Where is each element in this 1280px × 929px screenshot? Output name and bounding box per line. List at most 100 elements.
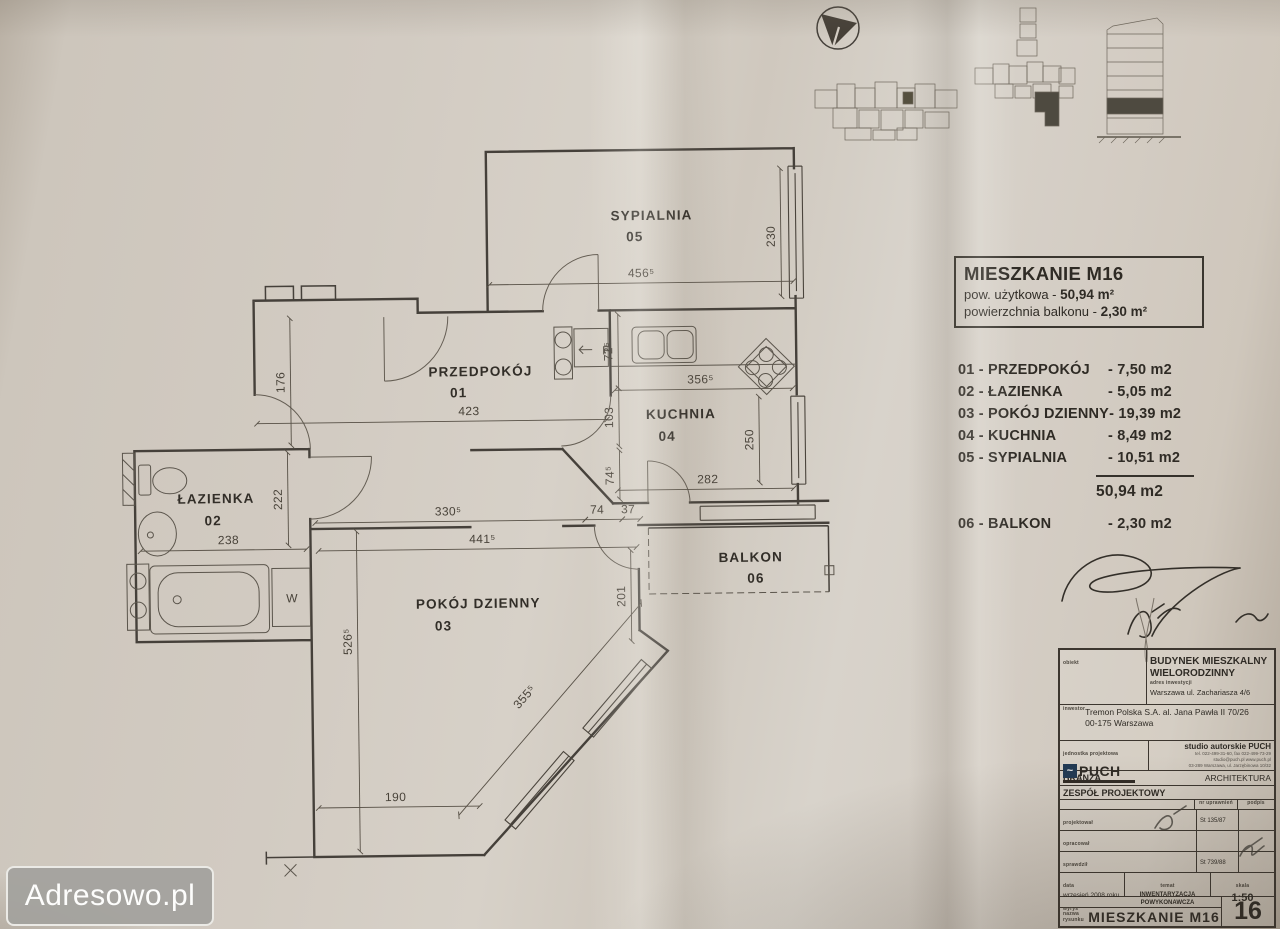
svg-text:05: 05 <box>626 229 643 244</box>
bathtub <box>149 564 271 635</box>
scale-label: skala <box>1235 883 1250 889</box>
svg-text:01: 01 <box>450 385 467 400</box>
date-label: data <box>1063 883 1075 889</box>
drawing-name: MIESZKANIE M16 <box>1088 909 1220 925</box>
svg-text:441⁵: 441⁵ <box>469 532 496 546</box>
team-columns-row: nr uprawnień podpis <box>1060 799 1274 809</box>
svg-text:250: 250 <box>742 429 756 450</box>
room-labels: SYPIALNIA 05 PRZEDPOKÓJ 01 KUCHNIA 04 ŁA… <box>177 207 783 633</box>
room-label-pokoj: POKÓJ DZIENNY <box>416 595 541 612</box>
puch-logo-icon: ~ <box>1063 764 1077 778</box>
balcony-slab <box>647 524 835 595</box>
meta-row: data wrzesień 2008 roku temat INWENTARYZ… <box>1060 872 1274 906</box>
drawing-name-row: wyrys nazwa rysunku MIESZKANIE M16 16 <box>1060 896 1274 926</box>
legend-row: 01 - PRZEDPOKÓJ- 7,50 m2 <box>958 362 1172 378</box>
window-kitchen <box>790 395 807 485</box>
drafter-name: tech. arch. Mirosława Truszczyńska <box>1063 850 1193 851</box>
kitchen-sink <box>631 325 697 364</box>
svg-text:201: 201 <box>614 586 628 607</box>
svg-text:74⁵: 74⁵ <box>603 466 617 486</box>
team-label: ZESPÓŁ PROJEKTOWY <box>1063 787 1166 798</box>
bath-duct <box>121 452 151 631</box>
investor-line1: Tremon Polska S.A. al. Jana Pawła II 70/… <box>1085 707 1249 717</box>
puch-logo-underline <box>1063 780 1135 783</box>
team-header-row: ZESPÓŁ PROJEKTOWY <box>1060 785 1274 799</box>
branch-value: ARCHITEKTURA <box>1204 773 1271 783</box>
dimension-lines <box>137 165 797 855</box>
subject-label: temat <box>1160 883 1175 889</box>
svg-text:230: 230 <box>764 226 778 247</box>
svg-text:190: 190 <box>385 790 406 804</box>
room-label-lazienka: ŁAZIENKA <box>177 491 254 507</box>
apartment-header-box: MIESZKANIE M16 pow. użytkowa - 50,94 m² … <box>954 256 1204 328</box>
building-address: Warszawa ul. Zachariasza 4/6 <box>1150 688 1251 697</box>
svg-text:02: 02 <box>205 513 222 528</box>
room-label-kuchnia: KUCHNIA <box>646 406 716 422</box>
door-arcs <box>254 254 691 570</box>
site-plan-thumbnail-left <box>814 81 958 141</box>
studio-label: jednostka projektowa <box>1063 751 1119 757</box>
studio-name: studio autorskie PUCH <box>1184 742 1271 751</box>
address-label: adres inwestycji <box>1150 680 1192 686</box>
svg-text:456⁵: 456⁵ <box>628 266 655 280</box>
svg-text:06: 06 <box>747 571 764 586</box>
team-row-drafter: opracował tech. arch. Mirosława Truszczy… <box>1060 830 1274 851</box>
toilet <box>138 464 188 496</box>
svg-text:103: 103 <box>602 407 616 428</box>
room-label-przedpokoj: PRZEDPOKÓJ <box>428 363 532 379</box>
svg-text:72⁵: 72⁵ <box>601 342 615 362</box>
room-label-balkon: BALKON <box>718 549 783 565</box>
team-row-designer: projektował mgr inż. arch. Piotr Zwolińs… <box>1060 809 1274 830</box>
svg-text:356⁵: 356⁵ <box>687 372 714 386</box>
puch-logo-text: PUCH <box>1079 763 1121 779</box>
drafter-signature <box>1238 831 1274 851</box>
washer-label: W <box>286 591 298 605</box>
studio-address: 03-289 Warszawa, ul. Jarzębinowa 10/32 <box>1188 762 1271 768</box>
walls <box>133 146 830 877</box>
investor-line2: 00-175 Warszawa <box>1085 718 1154 729</box>
building-name-line1: BUDYNEK MIESZKALNY <box>1150 656 1268 667</box>
apartment-title: MIESZKANIE M16 <box>964 263 1124 284</box>
wyrys-label: wyrys <box>1063 906 1079 912</box>
kitchen-duct <box>553 326 574 380</box>
svg-text:176: 176 <box>273 372 287 393</box>
signature-scribbles <box>1061 554 1269 857</box>
designer-name: mgr inż. arch. Piotr Zwoliński <box>1063 829 1193 830</box>
usable-area-value: 50,94 m² <box>1060 287 1115 302</box>
balcony-area-value: 2,30 m² <box>1100 304 1148 319</box>
designer-license: St 135/87 <box>1196 810 1238 830</box>
scale-value: 1:50 <box>1231 892 1254 904</box>
building-label: obiekt <box>1063 660 1079 666</box>
designer-signature <box>1238 810 1274 830</box>
washing-machine <box>271 567 312 628</box>
site-plan-thumbnail-right <box>974 7 1076 127</box>
svg-text:222: 222 <box>271 489 285 510</box>
studio-row: jednostka projektowa ~ PUCH studio autor… <box>1060 740 1274 783</box>
building-section-thumbnail <box>1097 17 1181 144</box>
checker-signature <box>1238 852 1274 872</box>
svg-text:355⁵: 355⁵ <box>510 682 538 711</box>
building-name-line2: WIELORODZINNY <box>1150 668 1235 679</box>
drafter-license <box>1196 831 1238 851</box>
investor-row: inwestor Tremon Polska S.A. al. Jana Paw… <box>1060 704 1274 740</box>
corner-stove <box>737 337 796 396</box>
studio-phone: tel. 022-499-31-60, fax 022-499-73-29 <box>1194 751 1271 756</box>
checker-license: St 739/88 <box>1196 852 1238 872</box>
legend-row-balcony: 06 - BALKON- 2,30 m2 <box>958 516 1172 532</box>
adresowo-watermark: Adresowo.pl <box>6 866 214 926</box>
studio-web: studio@puch.pl www.puch.pl <box>1213 756 1271 762</box>
svg-text:03: 03 <box>435 618 452 633</box>
svg-text:04: 04 <box>659 429 676 444</box>
checker-name: mgr inż. arch. Carlo Todorow <box>1063 871 1193 872</box>
branch-label: BRANŻA <box>1063 773 1101 783</box>
legend-row: 05 - SYPIALNIA- 10,51 m2 <box>958 450 1181 466</box>
svg-text:423: 423 <box>458 404 479 418</box>
balcony-area-label: powierzchnia balkonu - <box>964 304 1097 319</box>
adresowo-watermark-text: Adresowo.pl <box>24 879 196 912</box>
svg-text:282: 282 <box>697 472 718 486</box>
license-column-label: nr uprawnień <box>1194 800 1237 809</box>
title-block: obiekt BUDYNEK MIESZKALNY WIELORODZINNY … <box>1058 648 1276 928</box>
svg-text:74: 74 <box>590 502 604 516</box>
legend-row: 04 - KUCHNIA- 8,49 m2 <box>958 428 1172 444</box>
